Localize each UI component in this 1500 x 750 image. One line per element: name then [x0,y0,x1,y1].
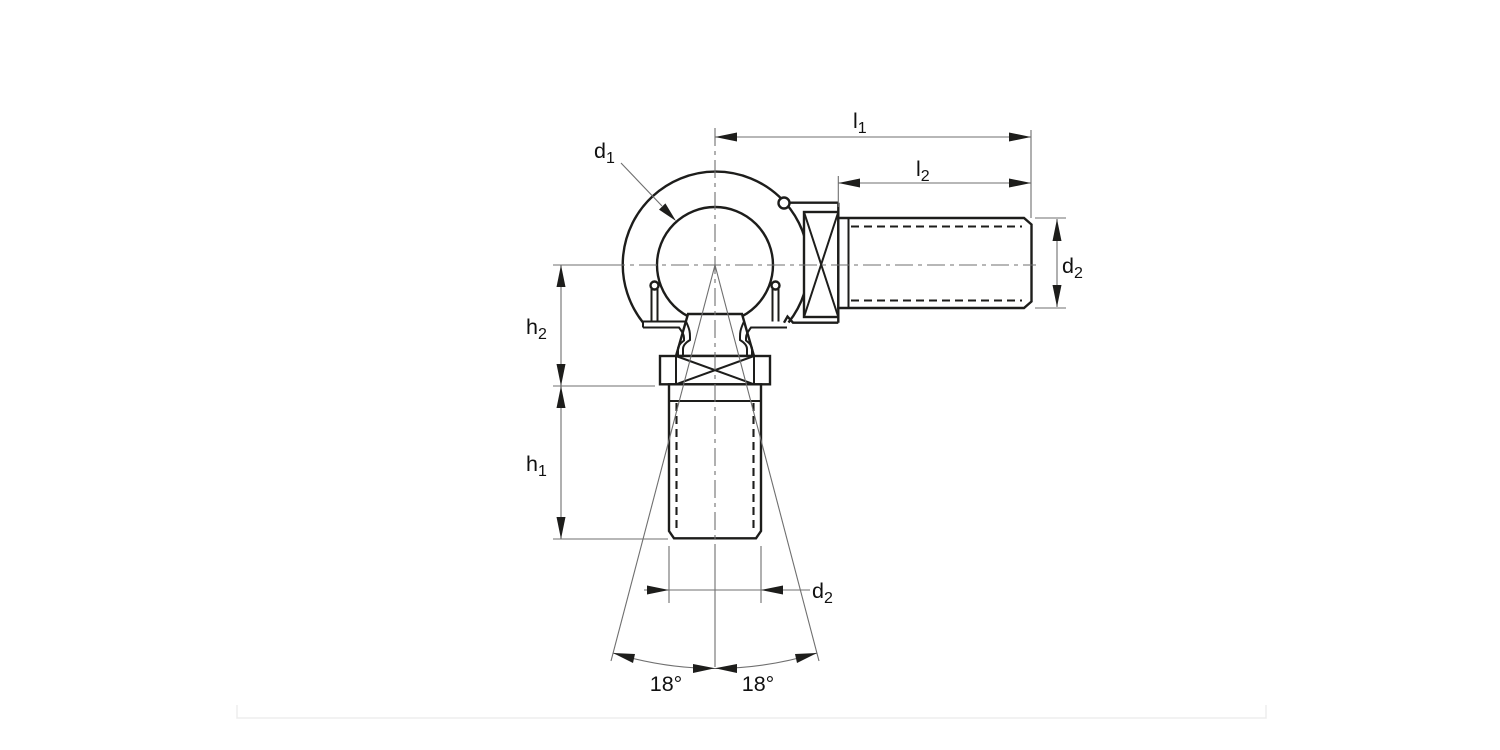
shank-thread [837,216,1033,310]
dim-label-h2: h2 [526,315,547,343]
lube-hole [777,196,791,210]
boot-ring-right [770,280,781,291]
dim-label-d2-stud: d2 [812,579,833,607]
dim-h-chain: h2 h1 [526,264,668,540]
image-frame-line [236,705,1267,719]
dim-d2-shank: d2 [1035,217,1083,309]
dim-angle: 18° 18° [612,652,818,696]
dim-label-angle-right: 18° [742,672,775,696]
cone-angle-lines [610,264,820,662]
dim-label-d1: d1 [594,139,615,167]
neck-section [777,196,840,324]
seal-boot-right [739,280,787,356]
dim-label-d2-shank: d2 [1062,254,1083,282]
dim-l2: l2 [837,157,1031,207]
dim-l1: l1 [715,109,1032,218]
seal-boot-left [642,280,691,356]
dim-label-angle-left: 18° [650,672,683,696]
boot-ring-left [649,280,660,291]
dim-label-l1: l1 [853,109,867,137]
leader-d1: d1 [594,139,676,221]
dim-d2-stud: d2 [644,546,833,607]
dim-label-h1: h1 [526,452,547,480]
dim-label-l2: l2 [916,157,930,185]
